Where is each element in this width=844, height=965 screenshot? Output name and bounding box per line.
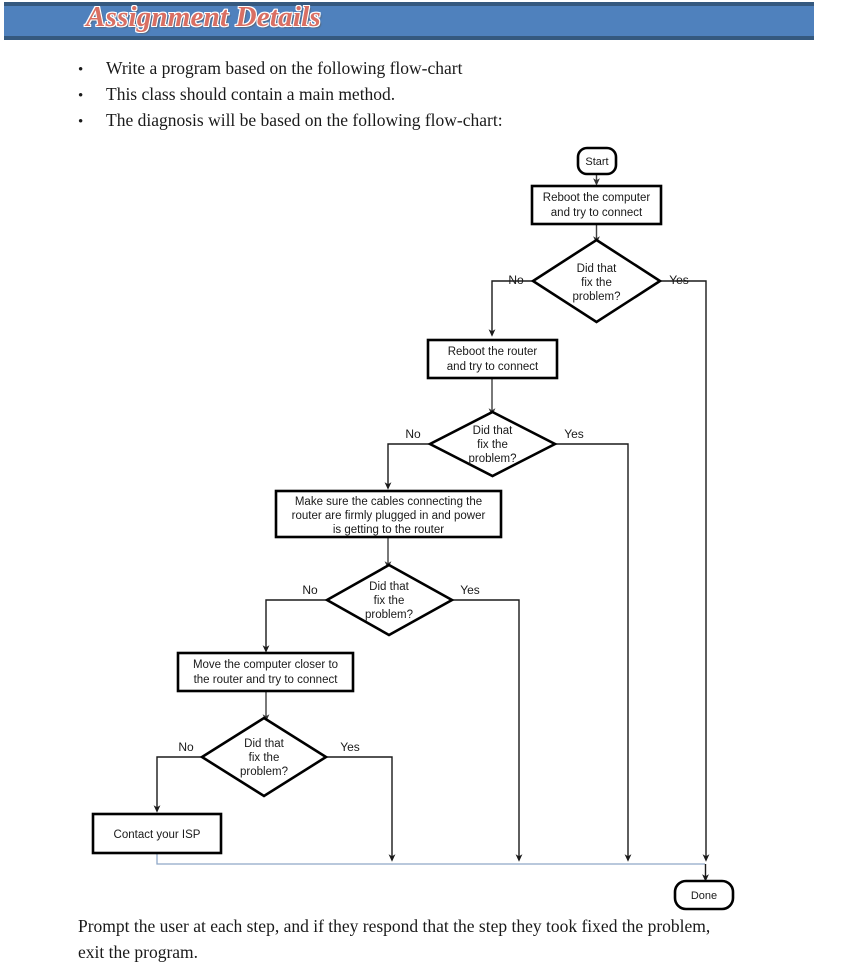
list-item: • The diagnosis will be based on the fol… [78,108,718,134]
branch-label-yes-1: Yes [669,273,689,287]
branch-label-no-2: No [405,427,421,441]
flow-node-contact-isp [91,812,223,855]
bullet-marker-icon: • [78,114,84,130]
header-banner [4,2,814,40]
flow-node-decision-4-line2: fix the [249,752,280,764]
branch-label-no-4: No [178,740,194,754]
branch-label-yes-3: Yes [460,583,480,597]
flow-node-reboot-router-line1: Reboot the router [448,346,538,358]
flow-node-decision-2 [427,410,558,478]
bullet-marker-icon: • [78,62,84,78]
connector-decision1-no [488,280,533,337]
connector-decision2-yes [555,443,632,862]
flow-node-move-computer [176,651,355,693]
connector-decision4-no [153,756,202,813]
flow-node-decision-1-line2: fix the [581,277,612,289]
list-item: • This class should contain a main metho… [78,82,718,108]
list-item-label: The diagnosis will be based on the follo… [106,110,503,130]
flow-node-reboot-router [426,338,559,380]
flow-node-check-cables-line3: is getting to the router [333,524,444,536]
flow-node-decision-3-line3: problem? [365,609,413,621]
flow-node-decision-4-line1: Did that [244,738,284,750]
flow-node-decision-3-line1: Did that [369,581,409,593]
flow-node-reboot-computer-line1: Reboot the computer [543,192,651,204]
flow-node-decision-1-line3: problem? [573,291,621,303]
flow-node-contact-isp-label: Contact your ISP [114,829,201,841]
connector-decision2-no [384,443,430,490]
flow-node-move-computer-line2: the router and try to connect [194,674,339,686]
flow-node-decision-2-line3: problem? [469,453,517,465]
instructions-paragraph: Prompt the user at each step, and if the… [78,916,711,962]
flow-node-decision-2-line2: fix the [477,439,508,451]
branch-label-yes-2: Yes [564,427,584,441]
flow-node-move-computer-line1: Move the computer closer to [193,659,338,671]
flow-node-decision-4-line3: problem? [240,766,288,778]
list-item-label: This class should contain a main method. [106,84,396,104]
connector-decision3-yes [452,599,523,862]
flow-node-decision-4 [199,716,329,798]
list-item: • Write a program based on the following… [78,56,718,82]
connector-contact-isp-to-done-rail [156,854,705,865]
branch-label-no-1: No [508,273,524,287]
flow-node-start [576,146,618,176]
flow-node-decision-2-line1: Did that [473,425,513,437]
connector-decision1-yes [660,280,710,862]
flow-node-decision-3 [324,563,455,637]
flow-node-decision-1 [530,238,663,324]
flow-node-done [673,879,735,911]
connector-decision3-no [262,599,327,653]
assignment-bullet-list: • Write a program based on the following… [78,56,718,134]
flow-node-decision-3-line2: fix the [374,595,405,607]
flow-node-check-cables [274,489,503,539]
list-item-label: Write a program based on the following f… [106,58,463,78]
flow-node-reboot-router-line2: and try to connect [447,361,539,373]
flow-node-done-label: Done [691,890,717,902]
flow-node-check-cables-line1: Make sure the cables connecting the [295,496,482,508]
branch-label-no-3: No [302,583,318,597]
branch-label-yes-4: Yes [340,740,360,754]
flow-node-start-label: Start [585,156,608,168]
page-title: Assignment Details [86,1,321,33]
bullet-marker-icon: • [78,88,84,104]
connector-decision4-yes [326,756,396,862]
flow-node-decision-1-line1: Did that [577,263,617,275]
flow-node-reboot-computer-line2: and try to connect [551,207,643,219]
flow-node-reboot-computer [530,184,663,226]
flow-node-check-cables-line2: router are firmly plugged in and power [292,510,486,522]
